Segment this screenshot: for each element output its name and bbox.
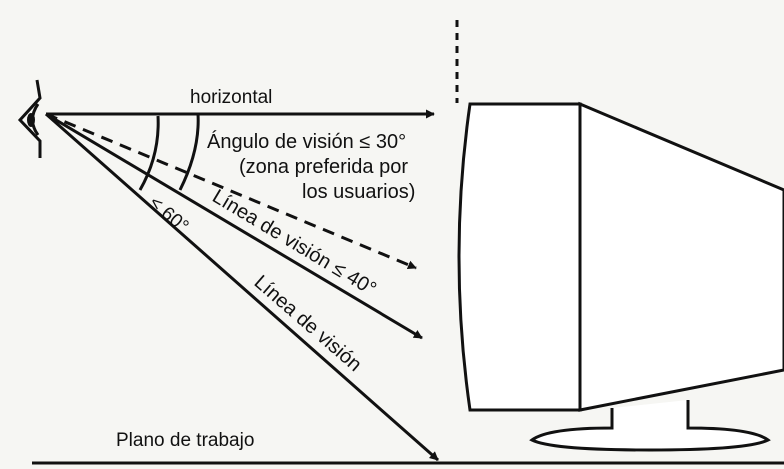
- angle-arc-30: [178, 113, 200, 191]
- eye-icon: [17, 79, 42, 158]
- viewing-angle-label-line2: (zona preferida por: [239, 156, 408, 178]
- viewing-angle-label-line3: los usuarios): [302, 181, 415, 203]
- work-plane-label: Plano de trabajo: [116, 430, 254, 451]
- dashed-sight-line: [45, 112, 417, 270]
- angle-60-label: ≤ 60°: [145, 193, 193, 238]
- sight-line-40: [45, 112, 423, 340]
- sight-line: [45, 112, 439, 462]
- crt-monitor-icon: [457, 101, 784, 452]
- angle-arc-60: [138, 115, 160, 191]
- horizontal-label: horizontal: [190, 87, 272, 108]
- viewing-angle-label-line1: Ángulo de visión ≤ 30°: [207, 130, 406, 153]
